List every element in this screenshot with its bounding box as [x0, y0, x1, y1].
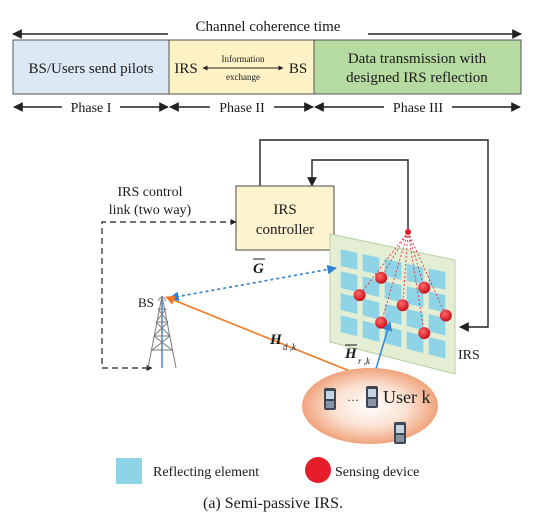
sensing-device	[375, 271, 388, 284]
sensor-to-controller-line	[307, 159, 409, 232]
sensor-ray	[402, 231, 409, 306]
reflecting-element	[406, 286, 424, 308]
hd-channel-label: H	[269, 332, 283, 348]
reflecting-element	[362, 276, 380, 298]
sensor-hub-dot	[405, 229, 411, 235]
bs-tower: BS	[138, 295, 177, 369]
phase1-label: Phase I	[71, 101, 112, 116]
phone-icon	[394, 422, 406, 444]
reflecting-element	[406, 308, 424, 331]
sensing-device	[418, 327, 431, 340]
hr-channel-sub: r ,k	[358, 356, 371, 366]
reflecting-element-swatch	[116, 458, 142, 484]
sensor-ray	[407, 231, 447, 316]
sensor-ray	[380, 231, 409, 279]
reflecting-element	[428, 268, 446, 290]
timeline: Channel coherence time BS/Users send pil…	[12, 19, 522, 117]
sensing-device	[439, 309, 452, 322]
reflecting-element	[340, 249, 358, 270]
phase1-box	[12, 39, 170, 95]
bs-label: BS	[138, 295, 154, 310]
coherence-time-label: Channel coherence time	[196, 19, 341, 35]
sensing-device-swatch	[305, 457, 331, 483]
information-label: Information	[222, 54, 265, 64]
irs-controller-box	[235, 185, 335, 251]
reflecting-element-label: Reflecting element	[153, 465, 259, 480]
control-link-dashed	[101, 219, 237, 371]
reflecting-element	[340, 271, 358, 292]
phase2-bs: BS	[289, 61, 307, 77]
phone-icon	[366, 386, 378, 408]
figure-caption: (a) Semi-passive IRS.	[203, 495, 343, 512]
sensing-device	[375, 316, 388, 329]
irs-controller-line2: controller	[256, 222, 314, 238]
reflecting-element	[406, 263, 424, 285]
control-link-line2: link (two way)	[109, 203, 192, 218]
irs-controller-line1: IRS	[273, 202, 296, 218]
sensor-ray	[359, 231, 409, 296]
user-dots: ···	[347, 393, 359, 407]
irs-to-controller-outer-line	[259, 139, 489, 332]
exchange-label: exchange	[226, 72, 260, 82]
hd-channel-link	[165, 295, 373, 382]
sensor-ray	[407, 231, 425, 334]
system-diagram: IRS controller IRS control link (two way…	[101, 139, 489, 444]
phase1-box-text: BS/Users send pilots	[28, 61, 153, 77]
g-channel-link	[169, 264, 337, 302]
reflecting-element	[362, 254, 380, 275]
legend: Reflecting element Sensing device	[116, 457, 419, 484]
reflecting-element	[428, 291, 446, 313]
irs-label: IRS	[458, 348, 480, 363]
reflecting-element	[428, 314, 446, 336]
reflecting-element	[384, 303, 402, 325]
control-link-line1: IRS control	[118, 185, 183, 200]
reflecting-element	[384, 281, 402, 303]
sensing-device	[396, 299, 409, 312]
reflecting-element	[406, 331, 424, 353]
phase3-line2: designed IRS reflection	[346, 70, 488, 86]
reflecting-element	[428, 336, 446, 359]
user-k-label: User k	[383, 387, 431, 407]
sensing-device	[418, 281, 431, 294]
phone-icon	[324, 388, 336, 410]
sensor-rays	[359, 231, 447, 334]
user-group: ··· User k	[302, 368, 438, 444]
phase2-label: Phase II	[219, 101, 265, 116]
phase3-box	[313, 39, 522, 95]
hr-channel-label: H	[344, 346, 358, 362]
sensing-device	[353, 289, 366, 302]
phase3-label: Phase III	[393, 101, 443, 116]
phase3-line1: Data transmission with	[348, 51, 487, 67]
hd-channel-sub: d ,k	[283, 342, 297, 352]
phase2-irs: IRS	[174, 61, 197, 77]
sensing-device-label: Sensing device	[335, 465, 419, 480]
g-channel-label: G	[253, 261, 264, 277]
sensor-ray	[407, 231, 425, 288]
